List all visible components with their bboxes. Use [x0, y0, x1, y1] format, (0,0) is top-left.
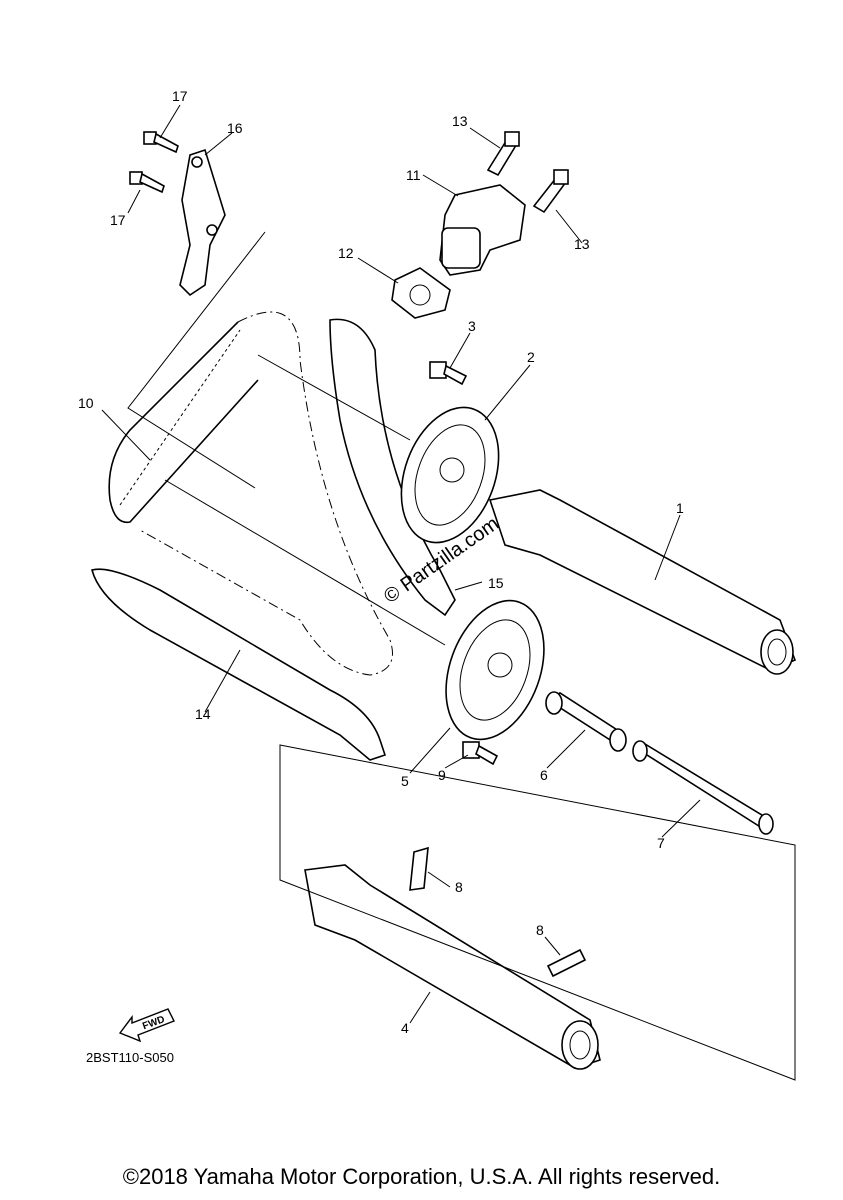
- dowel-pin-8-upper: [409, 846, 429, 891]
- callout-15: 15: [488, 575, 504, 591]
- callout-17-top: 17: [172, 88, 188, 104]
- callout-13-right: 13: [574, 236, 590, 252]
- callout-16: 16: [227, 120, 243, 136]
- assembly-outline: [127, 231, 796, 1081]
- chain-tensioner-guide: [329, 318, 456, 617]
- diagram-code: 2BST110-S050: [86, 1050, 174, 1065]
- sprocket-bolt-3: [429, 361, 468, 386]
- sprocket-bolt-9: [462, 741, 499, 766]
- callout-4: 4: [401, 1020, 409, 1036]
- callout-14: 14: [195, 706, 211, 722]
- callout-8-lower: 8: [536, 922, 544, 938]
- timing-chain: [108, 311, 393, 676]
- bolt-17-top: [143, 131, 179, 154]
- callout-1: 1: [676, 500, 684, 516]
- tensioner-bolt-13-top: [486, 131, 520, 177]
- callout-9: 9: [438, 767, 446, 783]
- callout-12: 12: [338, 245, 354, 261]
- callout-17-bottom: 17: [110, 212, 126, 228]
- camshaft-4: [304, 864, 601, 1070]
- camshaft-1: [488, 489, 797, 675]
- dowel-pin-8-lower: [546, 948, 587, 978]
- chain-tensioner: [439, 184, 526, 276]
- callout-11: 11: [406, 167, 421, 183]
- callout-labels: 1 2 3 4 5 6 7 8 8 9 10 11 12 13 13 14 15…: [78, 88, 684, 1036]
- shaft-6: [545, 691, 627, 752]
- copyright-notice: ©2018 Yamaha Motor Corporation, U.S.A. A…: [122, 1164, 721, 1189]
- chain-guide-bracket: [179, 148, 226, 297]
- callout-8-upper: 8: [455, 879, 463, 895]
- callout-5: 5: [401, 773, 409, 789]
- callout-13-top: 13: [452, 113, 468, 129]
- cam-sprocket-lower: [445, 599, 545, 741]
- fwd-arrow-icon: FWD: [118, 1008, 175, 1043]
- callout-3: 3: [468, 318, 476, 334]
- tensioner-gasket: [391, 267, 451, 319]
- tensioner-bolt-13-right: [532, 169, 569, 214]
- leader-lines: [101, 104, 701, 1024]
- callout-7: 7: [657, 835, 665, 851]
- bolt-17-bottom: [129, 171, 165, 194]
- callout-2: 2: [527, 349, 535, 365]
- callout-6: 6: [540, 767, 548, 783]
- cam-sprocket-upper: [400, 406, 500, 544]
- shaft-7: [632, 740, 774, 835]
- chain-guide: [91, 568, 387, 761]
- callout-10: 10: [78, 395, 94, 411]
